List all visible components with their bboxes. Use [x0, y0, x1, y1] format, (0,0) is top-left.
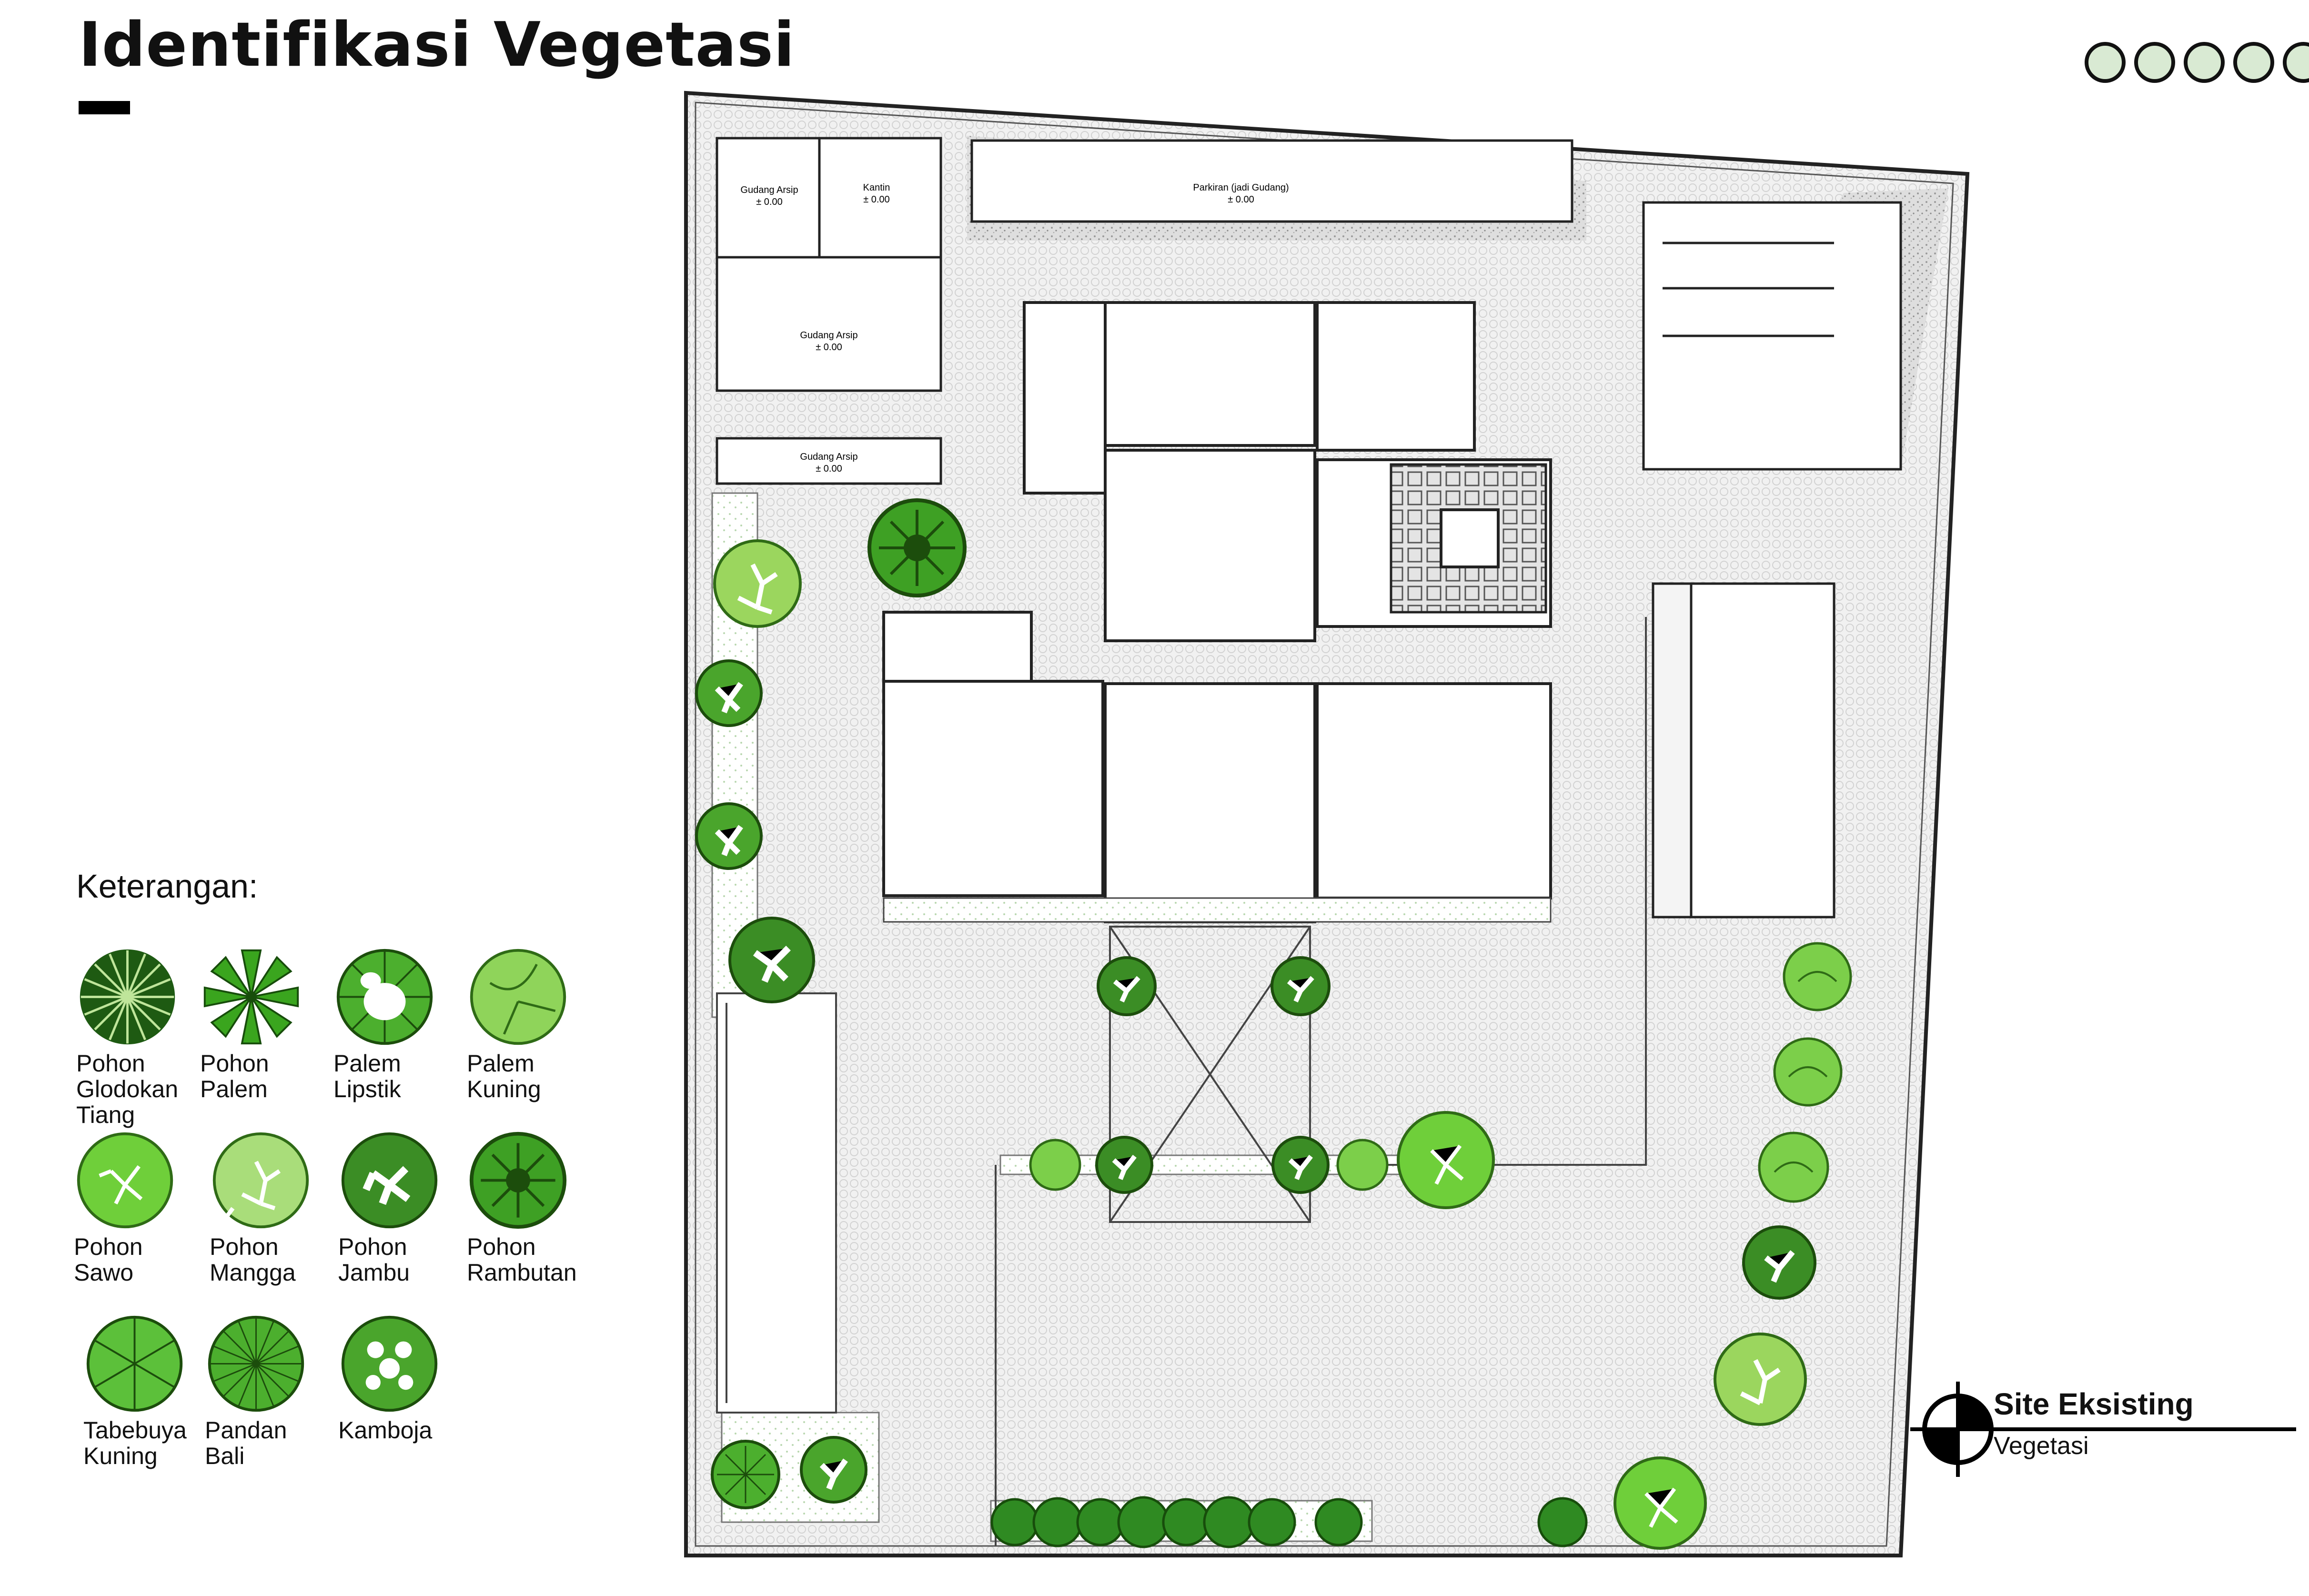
parking-strip-west [716, 992, 837, 1414]
legend-label: Pandan Bali [205, 1417, 287, 1469]
room-label: Gudang Arsip [800, 330, 857, 341]
page-dot[interactable] [2184, 42, 2225, 83]
legend-item: Pohon Glodokan Tiang [76, 946, 200, 1128]
palm-tree-icon [203, 949, 299, 1045]
legend-item: Palem Lipstik [333, 946, 457, 1102]
guava-tree-icon [1097, 956, 1157, 1016]
legend-item: Pohon Mangga [210, 1129, 333, 1285]
legend-item: Pohon Jambu [338, 1129, 462, 1285]
legend-label: Kamboja [338, 1417, 433, 1444]
legend-label: Pohon Palem [200, 1050, 269, 1102]
yellow-palm-icon [1029, 1139, 1081, 1191]
legend-item: Pohon Sawo [74, 1129, 198, 1285]
legend-item: Pohon Rambutan [467, 1129, 591, 1285]
legend-label: Pohon Sawo [74, 1233, 143, 1286]
mango-tree-icon [212, 1132, 309, 1229]
page-indicator-dots [2085, 42, 2309, 83]
guava-tree-icon [1270, 956, 1331, 1016]
yellow-palm-icon [470, 949, 566, 1045]
lipstick-palm-icon [336, 949, 433, 1045]
room-label: Gudang Arsip [800, 452, 857, 462]
sawo-tree-icon [1613, 1456, 1707, 1550]
legend-item: Palem Kuning [467, 946, 591, 1102]
guava-tree-icon [1271, 1136, 1330, 1194]
site-plan: Gudang Arsip ± 0.00 Kantin ± 0.00 Parkir… [684, 91, 1970, 1557]
pandan-bali-icon [208, 1315, 304, 1412]
legend-item: Kamboja [338, 1313, 462, 1443]
pandan-bali-icon [711, 1440, 780, 1509]
yellow-palm-icon [1758, 1131, 1829, 1203]
kamboja-tree-icon [341, 1315, 438, 1412]
compass-target-icon [1910, 1382, 2296, 1477]
legend-label: Pohon Rambutan [467, 1233, 577, 1286]
mango-tree-icon [713, 539, 802, 628]
site-subtitle: Vegetasi [1994, 1432, 2089, 1460]
room-label: Kantin [863, 182, 890, 193]
room-level: ± 0.00 [1228, 194, 1254, 205]
guava-tree-icon [1742, 1225, 1816, 1300]
room-label: Gudang Arsip [740, 185, 798, 195]
room-level: ± 0.00 [816, 342, 842, 353]
legend-label: Pohon Glodokan Tiang [76, 1050, 179, 1128]
page-dot[interactable] [2134, 42, 2175, 83]
legend-label: Tabebuya Kuning [83, 1417, 187, 1469]
site-title: Site Eksisting [1994, 1387, 2194, 1421]
legend-label: Palem Lipstik [333, 1050, 401, 1102]
kamboja-tree-icon [695, 659, 763, 727]
page-dot[interactable] [2085, 42, 2126, 83]
page-title: Identifikasi Vegetasi [79, 10, 795, 81]
storage-block [716, 137, 1573, 485]
legend-item: Tabebuya Kuning [83, 1313, 207, 1469]
glodokan-tree-icon [80, 949, 175, 1045]
legend-label: Pohon Jambu [338, 1233, 410, 1286]
kamboja-tree-icon [695, 802, 763, 870]
main-building [882, 301, 1552, 923]
room-level: ± 0.00 [863, 194, 889, 205]
title-underline [79, 101, 130, 114]
legend-title: Keterangan: [76, 868, 258, 905]
legend-item: Pandan Bali [205, 1313, 329, 1469]
guava-tree-icon [341, 1132, 438, 1229]
legend-label: Palem Kuning [467, 1050, 541, 1102]
rambutan-tree-icon [469, 1131, 567, 1229]
page-dot[interactable] [2283, 42, 2309, 83]
room-level: ± 0.00 [756, 197, 782, 207]
pandan-bali-icon [1537, 1497, 1588, 1547]
tabebuya-tree-icon [86, 1315, 183, 1412]
legend-label: Pohon Mangga [210, 1233, 296, 1286]
sawo-tree-icon [1397, 1111, 1495, 1209]
room-level: ± 0.00 [816, 464, 842, 474]
sawo-tree-icon [77, 1132, 173, 1229]
palm-row [990, 1496, 1363, 1548]
guava-tree-icon [728, 917, 815, 1003]
yellow-palm-icon [1783, 942, 1852, 1011]
yellow-palm-icon [1336, 1139, 1389, 1191]
rambutan-tree-icon [867, 498, 967, 597]
page-dot[interactable] [2233, 42, 2274, 83]
guava-tree-icon [1095, 1136, 1153, 1194]
yellow-palm-icon [1773, 1037, 1843, 1107]
kamboja-tree-icon [800, 1436, 867, 1504]
mango-tree-icon [1714, 1333, 1807, 1426]
legend-item: Pohon Palem [200, 946, 324, 1102]
room-label: Parkiran (jadi Gudang) [1193, 182, 1289, 193]
east-block [1642, 201, 1902, 919]
